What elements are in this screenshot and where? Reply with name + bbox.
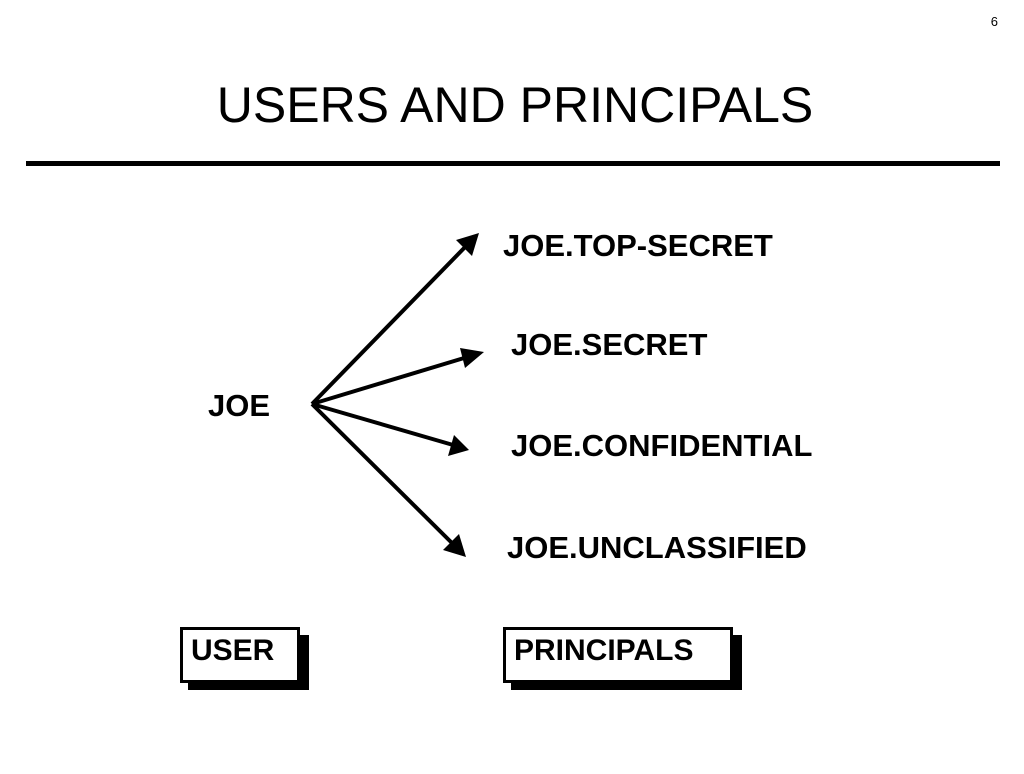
arrowhead-top-secret: [456, 233, 479, 256]
slide-title: USERS AND PRINCIPALS: [216, 77, 814, 133]
target-label-unclassified: JOE.UNCLASSIFIED: [507, 530, 807, 565]
arrow-to-top-secret: [310, 240, 472, 406]
page-number: 6: [990, 14, 998, 29]
arrowhead-unclassified: [443, 534, 466, 557]
arrow-to-secret: [311, 353, 475, 406]
user-box: USER: [180, 627, 310, 691]
target-label-top-secret: JOE.TOP-SECRET: [503, 228, 773, 263]
target-label-secret: JOE.SECRET: [511, 327, 708, 362]
source-label-joe: JOE: [208, 388, 271, 423]
arrow-to-unclassified: [310, 402, 460, 551]
title-rule: [26, 161, 1000, 166]
arrowhead-secret: [460, 348, 484, 368]
principals-box: PRINCIPALS: [503, 627, 743, 691]
arrow-to-confidential: [311, 402, 461, 449]
arrowhead-confidential: [448, 435, 469, 456]
user-box-label: USER: [180, 627, 300, 683]
target-label-confidential: JOE.CONFIDENTIAL: [511, 428, 813, 463]
principals-box-label: PRINCIPALS: [503, 627, 733, 683]
